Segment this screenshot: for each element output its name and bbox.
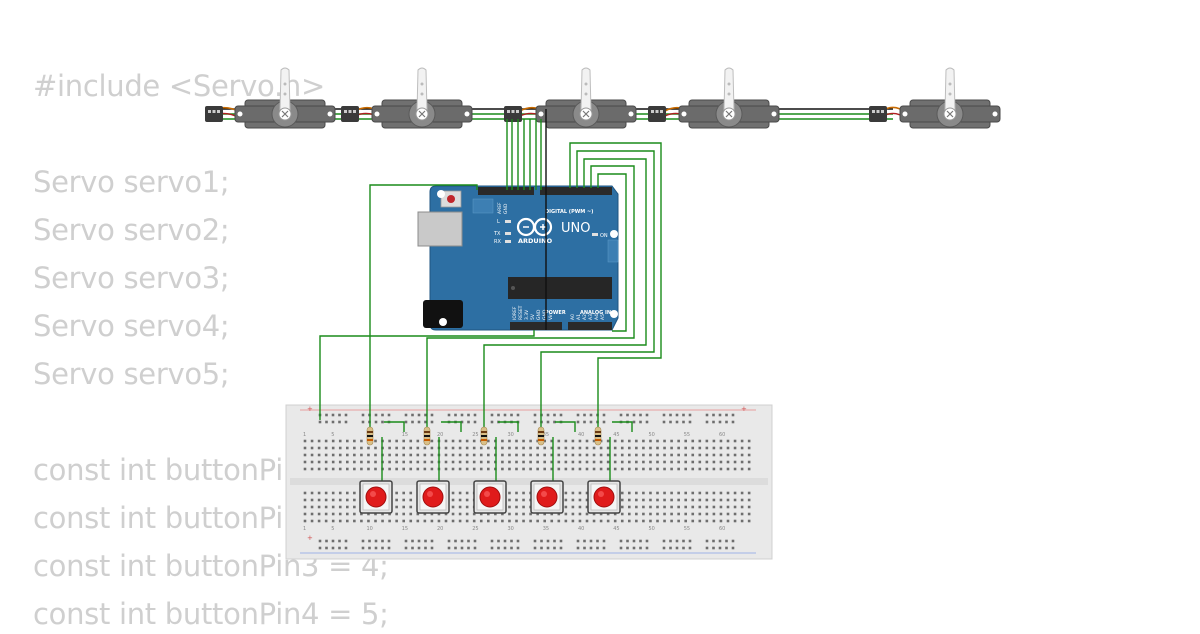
gnd-pin-label: GND [503,203,509,214]
code-line-5: Servo servo3; [33,261,230,295]
breadboard-column-number: 30 [507,526,513,532]
servo-motor-icon [234,67,336,129]
power-pin-label: IOREF [512,306,518,320]
servo-motor-icon [678,67,780,129]
breadboard-column-number: 60 [719,432,725,438]
breadboard-column-number: 50 [648,526,654,532]
power-pin-label: RESET [518,305,524,320]
resistor-icon[interactable] [366,426,374,446]
servo-connector-icon [341,106,359,122]
servo-motor-icon [899,67,1001,129]
servo-connector-icon [205,106,223,122]
breadboard-column-number: 35 [543,432,549,438]
pushbutton-icon[interactable] [587,480,621,514]
servo-connector-icon [648,106,666,122]
breadboard-column-number: 1 [303,526,306,532]
pushbutton-icon[interactable] [473,480,507,514]
breadboard-column-number: 45 [613,526,619,532]
analog-pin-label: A3 [588,314,594,320]
breadboard-column-number: 35 [543,526,549,532]
breadboard-column-number: 5 [331,432,334,438]
breadboard-column-number: 25 [472,526,478,532]
header-left-icon [478,187,534,195]
aref-pin-label: AREF [497,202,503,214]
breadboard-column-number: 15 [402,526,408,532]
breadboard-column-number: 10 [366,526,372,532]
code-line-6: Servo servo4; [33,309,230,343]
usb-port-icon [417,211,463,247]
icsp-header-icon [472,198,494,214]
servo-motor-icon [535,67,637,129]
arduino-infinity-logo [516,217,553,237]
breadboard: + + + 1155101015152020252530303535404045… [285,404,773,560]
power-pin-label: GND [536,309,542,320]
power-pin-label: 5V [530,313,536,320]
board-model-label: UNO [561,221,590,236]
analog-pin-label: A4 [594,314,600,320]
breadboard-column-number: 30 [507,432,513,438]
header-digital-icon [540,187,612,195]
arduino-uno-board[interactable]: UNO ARDUINO DIGITAL (PWM ~) POWER ANALOG… [417,185,619,331]
rail-plus-label-bottom: + [307,534,313,542]
pushbutton-icon[interactable] [359,480,393,514]
l-led-label: L [497,219,500,225]
breadboard-column-number: 50 [648,432,654,438]
breadboard-column-number: 55 [684,432,690,438]
pushbutton-icon[interactable] [530,480,564,514]
code-line-3: Servo servo1; [33,165,230,199]
pushbutton-icon[interactable] [416,480,450,514]
analog-pin-label: A0 [570,314,576,320]
breadboard-column-number: 40 [578,432,584,438]
breadboard-column-number: 20 [437,432,443,438]
digital-header-label: DIGITAL (PWM ~) [545,209,593,215]
resistor-icon[interactable] [480,426,488,446]
analog-pin-label: A2 [582,314,588,320]
code-line-7: Servo servo5; [33,357,230,391]
code-line-4: Servo servo2; [33,213,230,247]
breadboard-column-number: 20 [437,526,443,532]
on-led-label: ON [600,233,608,239]
atmega-chip-icon [508,277,612,299]
servo-motor-icon [371,67,473,129]
header-power-icon [510,322,562,330]
rx-led-label: RX [494,239,501,245]
icsp-header-right-icon [607,239,619,263]
power-header-label: POWER [545,310,566,316]
breadboard-column-number: 45 [613,432,619,438]
rail-plus-label-right: + [741,405,747,413]
header-analog-icon [568,322,612,330]
breadboard-column-number: 55 [684,526,690,532]
power-pin-label: Vin [548,313,554,320]
analog-pin-label: A5 [600,314,606,320]
breadboard-column-number: 5 [331,526,334,532]
breadboard-column-number: 40 [578,526,584,532]
power-pin-label: 3.3V [524,309,530,320]
code-line-11: const int buttonPin3 = 4; [33,549,389,583]
rail-plus-label: + [307,405,313,413]
resistor-icon[interactable] [423,426,431,446]
resistor-icon[interactable] [594,426,602,446]
servo-connector-icon [869,106,887,122]
dc-jack-icon [423,300,463,328]
analog-header-label: ANALOG IN [580,310,611,316]
power-pin-label: GND [542,309,548,320]
breadboard-column-number: 15 [402,432,408,438]
board-brand-label: ARDUINO [518,237,553,245]
signal-wires [319,109,662,492]
breadboard-column-number: 1 [303,432,306,438]
breadboard-column-number: 25 [472,432,478,438]
code-line-12: const int buttonPin4 = 5; [33,597,389,631]
reset-button-cap-icon [447,195,455,203]
breadboard-column-number: 60 [719,526,725,532]
resistor-icon[interactable] [537,426,545,446]
tx-led-label: TX [493,231,501,237]
analog-pin-label: A1 [576,314,582,320]
code-line-1: #include <Servo.h> [33,69,325,103]
